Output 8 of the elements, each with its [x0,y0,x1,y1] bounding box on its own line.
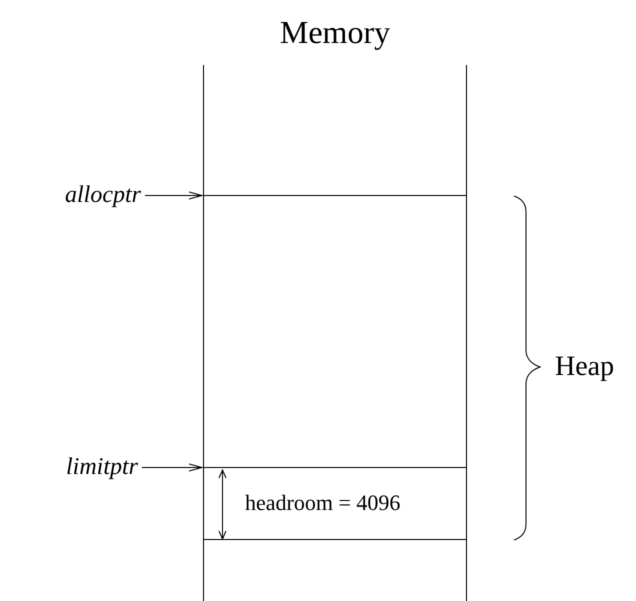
pointer-label: limitptr [40,453,138,481]
column-title: Memory [280,14,390,50]
pointer-label: allocptr [40,181,141,209]
pointer-arrow [144,192,202,200]
memory-region [203,467,467,540]
pointer-arrow [142,464,202,472]
brace-label: Heap [555,351,614,383]
region-label: headroom = 4096 [245,490,400,516]
